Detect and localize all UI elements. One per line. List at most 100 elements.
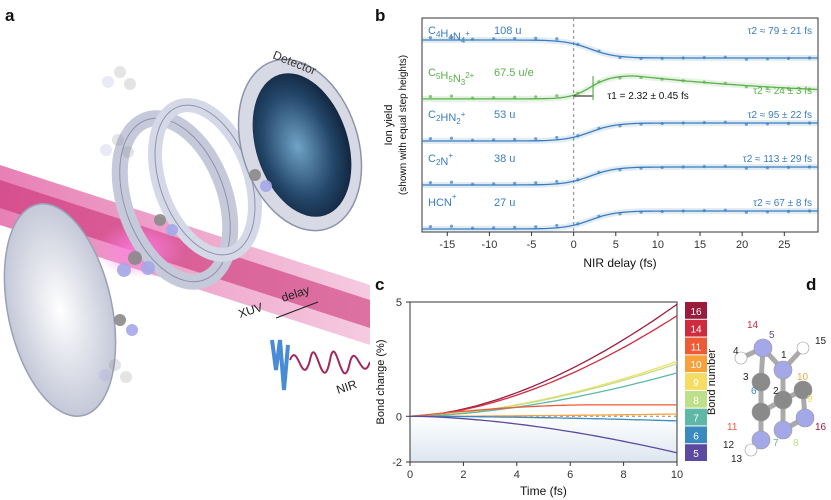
data-point — [618, 124, 622, 128]
bond-line-9 — [409, 360, 678, 417]
tau1-annotation: τ1 = 2.32 ± 0.45 fs — [607, 91, 688, 102]
data-point — [807, 165, 812, 169]
data-point — [639, 166, 643, 170]
bond-number-label: 4 — [733, 346, 739, 357]
colorbar-cell — [685, 408, 707, 426]
colorbar-cell — [685, 337, 707, 355]
data-point — [576, 222, 580, 226]
data-point — [765, 166, 770, 170]
data-point — [681, 56, 685, 60]
bond-line-5 — [409, 415, 678, 454]
data-point — [513, 181, 517, 185]
data-point — [555, 94, 559, 98]
data-point — [765, 86, 770, 90]
bond-number-label: 13 — [731, 454, 743, 465]
panel-letter-b: b — [375, 6, 386, 25]
data-point — [449, 136, 454, 140]
x-tick-label: -15 — [439, 239, 455, 251]
bond-number-label: 15 — [815, 336, 827, 347]
data-point — [744, 85, 748, 89]
colorbar-title: Bond number — [706, 349, 715, 415]
data-point — [660, 56, 664, 60]
series-label: C2N+ — [428, 151, 453, 168]
data-point — [534, 225, 538, 229]
x-tick-label: 10 — [652, 239, 664, 251]
data-point — [681, 209, 685, 213]
data-point — [492, 37, 496, 41]
data-point — [639, 56, 643, 61]
x-axis-label: NIR delay (fs) — [583, 256, 656, 270]
data-point — [660, 165, 664, 170]
colorbar-label: 9 — [693, 378, 699, 389]
data-point — [449, 180, 454, 184]
nir-label: NIR — [335, 377, 359, 397]
colorbar-label: 10 — [690, 360, 702, 371]
data-point — [618, 76, 622, 80]
series-mass: 108 u — [494, 25, 522, 37]
atom — [751, 402, 771, 422]
colorbar-cell — [685, 373, 707, 390]
bond-line-7 — [409, 372, 678, 417]
nir-pulse — [289, 350, 370, 375]
bond-line-11 — [409, 404, 677, 417]
data-point — [428, 94, 433, 99]
data-point — [618, 212, 622, 216]
data-point — [723, 81, 727, 85]
bond-number-label: 5 — [769, 330, 775, 341]
data-point — [513, 95, 517, 99]
data-point — [618, 168, 622, 172]
data-point — [513, 36, 517, 41]
data-point — [744, 166, 748, 170]
y-tick-label: 5 — [396, 297, 402, 309]
data-point — [470, 96, 475, 100]
series-tau: τ2 ≈ 67 ± 8 fs — [753, 198, 812, 209]
y-axis-label: Ion yield — [383, 105, 395, 146]
bond-number-label: 7 — [773, 438, 779, 449]
data-point — [807, 121, 812, 125]
data-point — [702, 209, 706, 213]
y-tick-label: 0 — [396, 411, 402, 423]
data-point — [639, 210, 643, 214]
panel-letter-a: a — [5, 6, 15, 25]
data-point — [723, 55, 727, 59]
data-point — [723, 120, 727, 124]
data-point — [555, 37, 559, 41]
data-point — [660, 121, 664, 126]
data-point — [744, 122, 748, 126]
data-point — [597, 214, 601, 218]
colorbar-label: 7 — [693, 414, 699, 425]
bond-number-label: 11 — [727, 422, 738, 433]
atom — [773, 390, 793, 410]
x-tick-label: 10 — [671, 469, 683, 481]
atom — [773, 360, 793, 380]
colorbar-label: 14 — [690, 325, 702, 336]
series-label: HCN+ — [428, 192, 457, 209]
data-point — [786, 165, 791, 169]
colorbar-label: 16 — [690, 307, 702, 318]
bond-line-8 — [409, 363, 678, 417]
atom — [795, 408, 815, 428]
data-point — [765, 122, 770, 126]
colorbar-label: 5 — [693, 449, 699, 460]
bond-number-label: 10 — [797, 372, 809, 383]
series-mass: 53 u — [494, 109, 515, 121]
data-point — [639, 75, 643, 80]
data-point — [786, 86, 791, 91]
bond-number-label: 1 — [781, 350, 787, 361]
data-point — [534, 36, 538, 40]
molecule-cluster — [99, 66, 272, 383]
series-mass: 38 u — [494, 153, 515, 165]
bond-number-label: 6 — [751, 386, 757, 397]
data-point — [702, 165, 706, 169]
y-axis-label-c: Bond change (%) — [375, 340, 387, 425]
data-point — [576, 134, 580, 138]
data-point — [702, 121, 706, 125]
x-tick-label: 15 — [694, 239, 706, 251]
data-point — [513, 225, 517, 229]
data-point — [807, 209, 812, 213]
data-point — [786, 56, 791, 60]
bond-number-label: 8 — [793, 438, 799, 449]
panel-letter-d: d — [806, 275, 817, 294]
data-point — [660, 209, 664, 214]
